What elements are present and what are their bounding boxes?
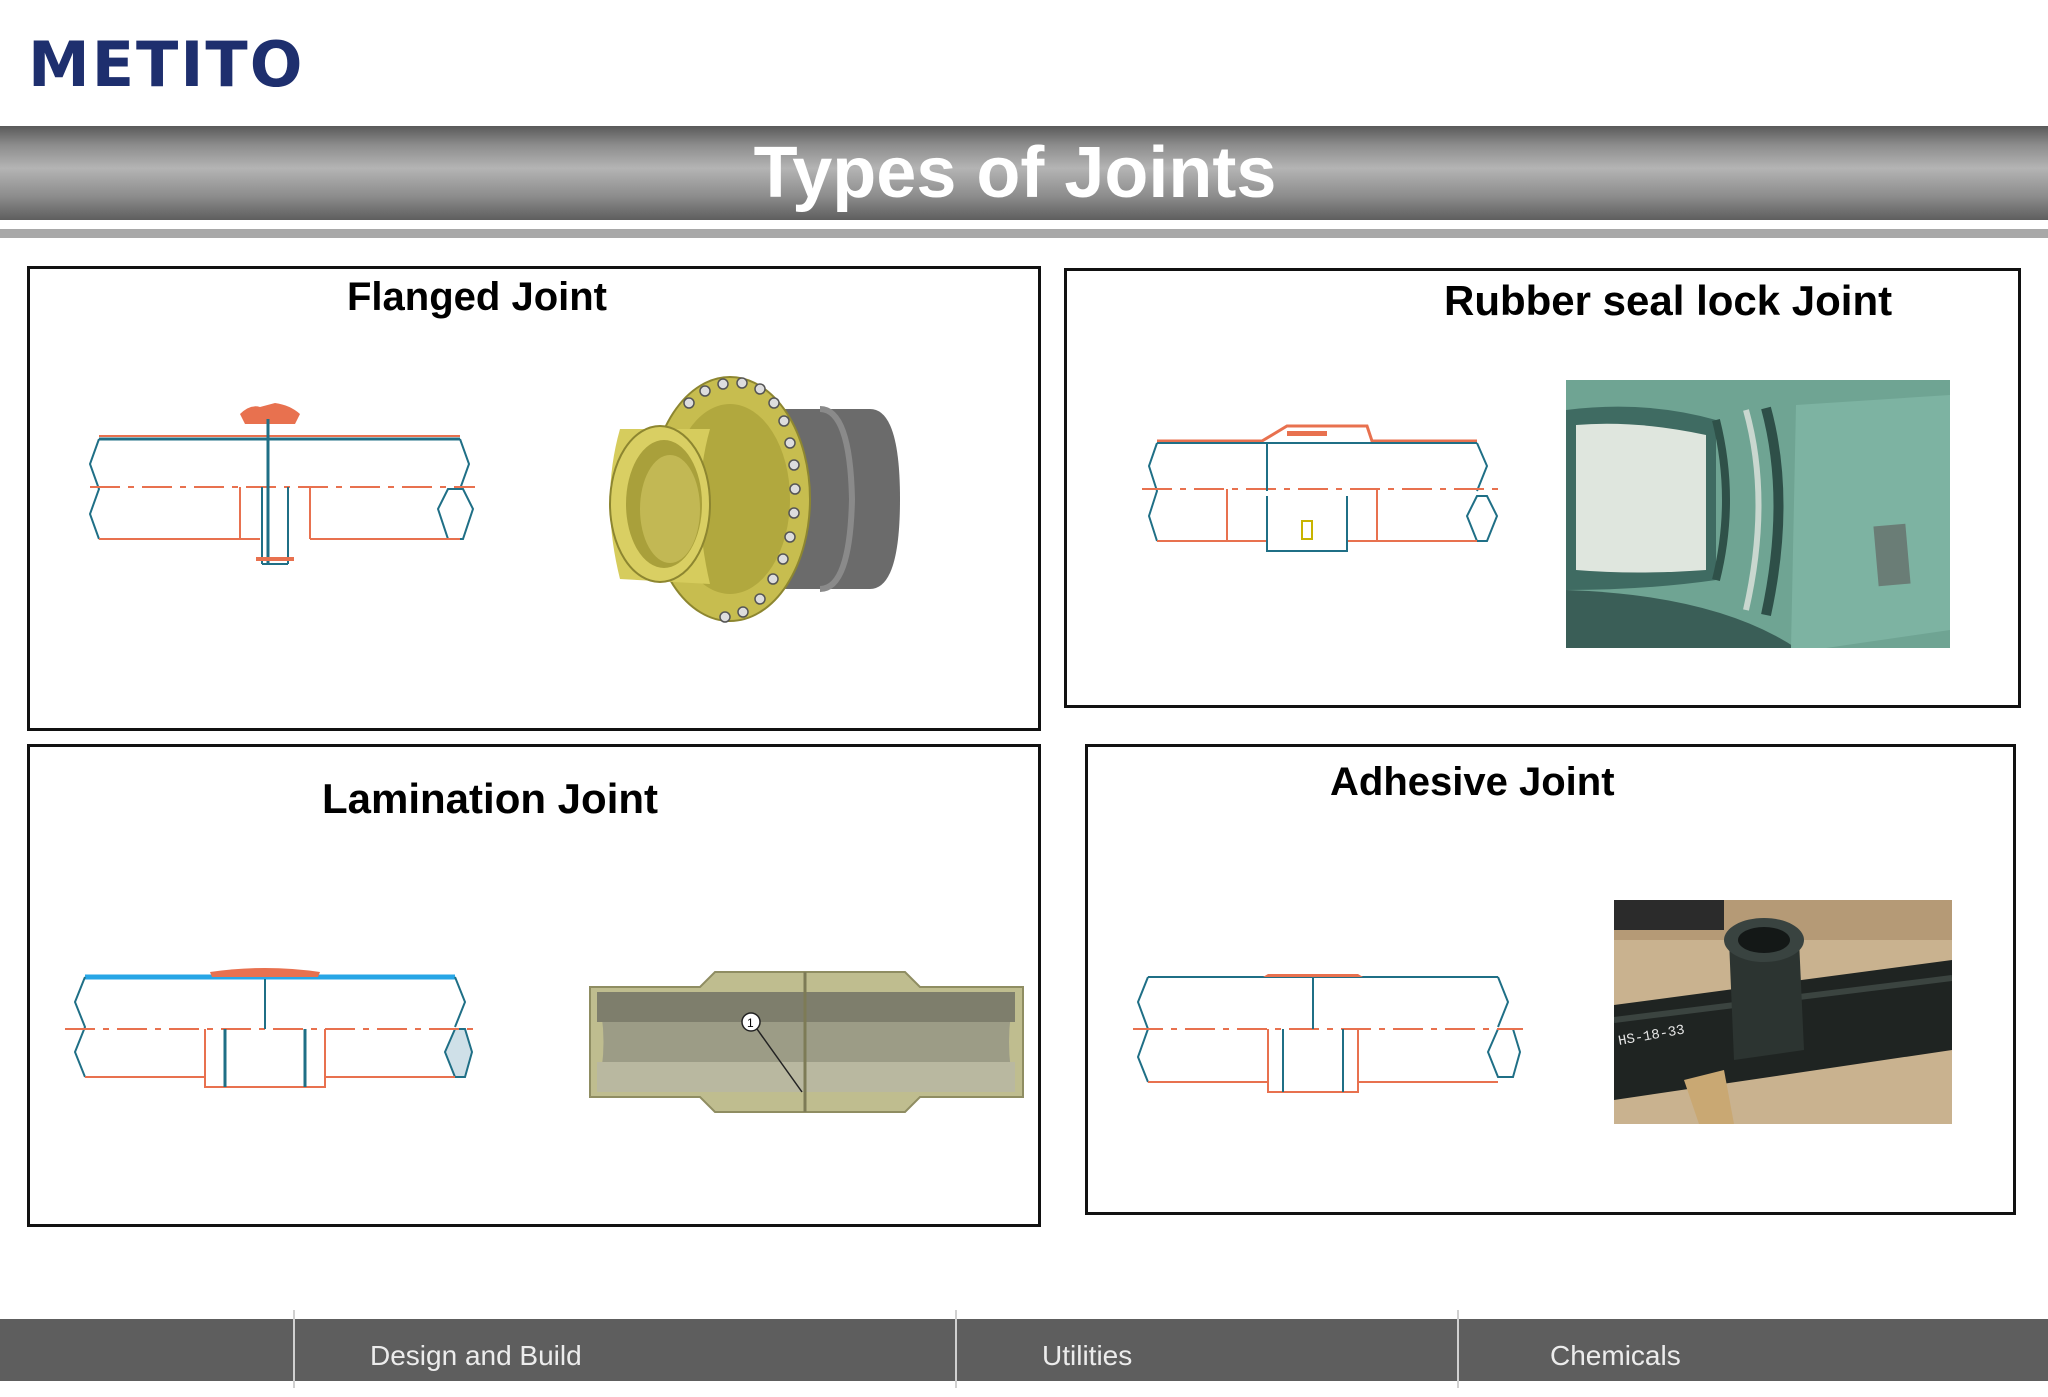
panel-adhesive-joint: Adhesive Joint HS-18-33: [1085, 744, 2016, 1215]
adhesive-joint-photo: HS-18-33: [1614, 900, 1952, 1124]
panel-title-adhesive: Adhesive Joint: [1330, 760, 1615, 804]
rubber-seal-lock-joint-photo: [1566, 380, 1950, 648]
title-bar: [0, 126, 2048, 220]
panel-lamination-joint: Lamination Joint 1: [27, 744, 1041, 1227]
title-underline: [0, 229, 2048, 238]
metito-logo: METITO: [28, 28, 305, 101]
adhesive-joint-schematic: [1133, 974, 1523, 1093]
panel-flanged-joint: Flanged Joint: [27, 266, 1041, 731]
rubber-seal-lock-joint-schematic: [1142, 424, 1502, 552]
panel-title-flanged: Flanged Joint: [347, 275, 607, 319]
panel-title-lamination: Lamination Joint: [322, 775, 658, 822]
flanged-joint-schematic: [88, 403, 475, 565]
panel-rubber-seal-lock-joint: Rubber seal lock Joint: [1064, 268, 2021, 708]
footer-separator: [293, 1310, 295, 1388]
lamination-joint-3d-illustration: 1: [589, 971, 1024, 1113]
svg-text:1: 1: [747, 1016, 754, 1030]
footer-item-chemicals[interactable]: Chemicals: [1550, 1340, 1681, 1371]
footer-item-design-and-build[interactable]: Design and Build: [370, 1340, 582, 1371]
footer-bar: [0, 1319, 2048, 1381]
lamination-joint-schematic: [65, 968, 475, 1088]
footer-item-utilities[interactable]: Utilities: [1042, 1340, 1133, 1371]
footer-separator: [1457, 1310, 1459, 1388]
panel-title-rubber: Rubber seal lock Joint: [1444, 277, 1893, 324]
footer-separator: [955, 1310, 957, 1388]
flanged-joint-3d-illustration: [609, 376, 900, 623]
page-title: Types of Joints: [753, 133, 1277, 213]
